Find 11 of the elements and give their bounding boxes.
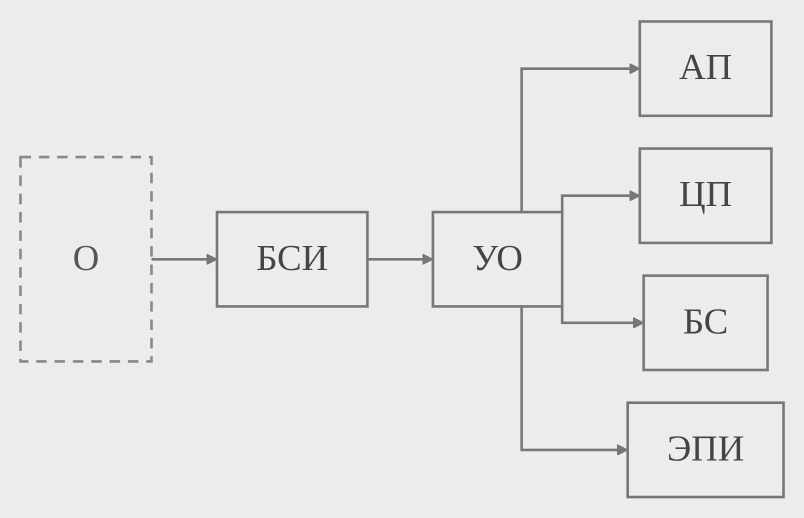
node-box: УО bbox=[432, 210, 564, 308]
node-box: АП bbox=[638, 20, 773, 117]
node-box: БС bbox=[642, 274, 769, 371]
arrow bbox=[366, 253, 434, 265]
node-box: БСИ bbox=[216, 210, 369, 308]
arrow bbox=[520, 306, 628, 456]
arrow bbox=[150, 253, 218, 265]
node-box: ЦП bbox=[638, 146, 773, 244]
node-box: ЭПИ bbox=[626, 401, 785, 498]
arrow bbox=[520, 62, 640, 212]
node-box: О bbox=[19, 156, 153, 362]
